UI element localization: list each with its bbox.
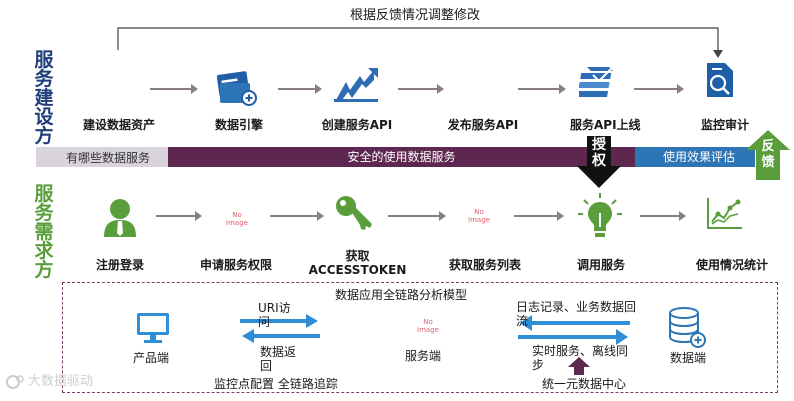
consumer-title: 服务需求方 [34, 183, 54, 281]
feedback-loop-label: 根据反馈情况调整修改 [350, 8, 481, 23]
model-title: 数据应用全链路分析模型 [335, 288, 468, 302]
document-card-add-icon [216, 71, 257, 106]
feedback-loop-line [117, 27, 723, 58]
flow-arrow [514, 211, 564, 221]
consumer-step-label: 注册登录 [95, 258, 144, 272]
flow-arrow [388, 211, 446, 221]
user-icon [104, 199, 136, 237]
provider-step-label: 监控审计 [700, 118, 749, 132]
service-end-label: 服务端 [405, 349, 442, 363]
uri-access-label: URI访问 [258, 301, 291, 329]
authorize-arrow [577, 136, 621, 188]
unified-meta-label: 统一元数据中心 [542, 377, 627, 391]
provider-title: 服务建设方 [34, 49, 54, 147]
database-icon [669, 307, 706, 348]
monitor-icon [137, 313, 169, 343]
provider-step-label: 数据引擎 [214, 118, 263, 132]
up-arrow [568, 357, 590, 375]
consumer-step-label: 申请服务权限 [200, 258, 273, 272]
feedback-label: 反馈 [761, 139, 775, 170]
flow-arrow [270, 211, 324, 221]
exchange-arrows [518, 315, 630, 345]
lightbulb-icon [578, 193, 622, 237]
band-middle: 安全的使用数据服务 [168, 147, 635, 167]
consumer-step-label: 使用情况统计 [695, 258, 768, 272]
provider-step-label: 创建服务API [321, 118, 393, 132]
provider-step-label: 发布服务API [447, 118, 519, 132]
watermark-logo-icon [6, 375, 24, 389]
log-label: 日志记录、业务数据回流 [516, 300, 637, 328]
document-stack-icon [579, 67, 613, 97]
exchange-arrows [240, 314, 320, 343]
flow-arrow [518, 84, 566, 94]
model-box [62, 282, 778, 393]
flow-arrow [398, 84, 444, 94]
consumer-step-label: 调用服务 [576, 258, 625, 272]
authorize-label: 授权 [592, 137, 606, 169]
realtime-label: 实时服务、离线同步 [532, 344, 629, 372]
band-right: 使用效果评估 [635, 147, 755, 167]
line-chart-icon [707, 198, 742, 229]
watermark-text: 大数据驱动 [28, 374, 94, 389]
provider-step-label: 建设数据资产 [83, 118, 156, 132]
flow-arrow [634, 84, 684, 94]
product-end-label: 产品端 [133, 351, 170, 365]
flow-arrow [640, 211, 686, 221]
flow-arrow [156, 211, 202, 221]
key-icon [336, 196, 372, 230]
provider-step-label: 服务API上线 [570, 118, 641, 132]
flow-arrow [150, 84, 198, 94]
band-left: 有哪些数据服务 [36, 147, 168, 167]
data-return-label: 数据返回 [260, 345, 297, 373]
consumer-step-label: 获取服务列表 [448, 258, 521, 272]
consumer-step-label: 获取ACCESSTOKEN [308, 249, 407, 277]
audit-doc-icon [707, 63, 733, 97]
monitor-label: 监控点配置 全链路追踪 [214, 377, 338, 391]
data-end-label: 数据端 [670, 351, 707, 365]
growth-chart-icon [334, 68, 378, 102]
feedback-arrow [746, 130, 790, 180]
flow-arrow [278, 84, 322, 94]
